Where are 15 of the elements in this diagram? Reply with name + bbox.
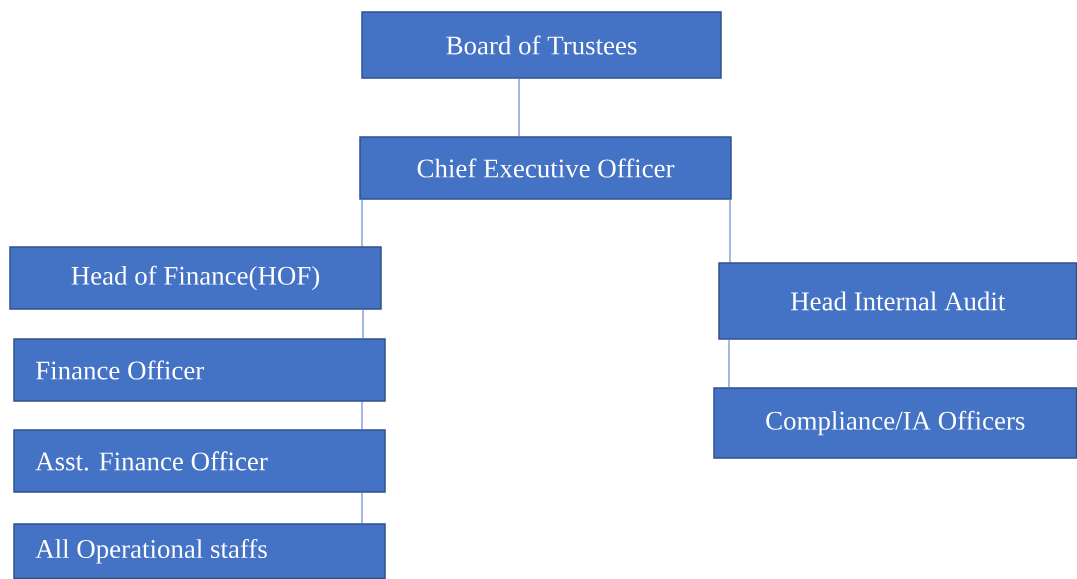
- connector-line: [729, 199, 731, 263]
- org-box: Asst. Finance Officer: [13, 429, 386, 493]
- org-box: Finance Officer: [13, 338, 386, 402]
- connector-line: [361, 400, 363, 431]
- connector-line: [361, 199, 363, 247]
- connector-line: [518, 78, 520, 137]
- org-box: Board of Trustees: [361, 11, 722, 79]
- org-box: All Operational staffs: [13, 523, 386, 579]
- connector-line: [361, 491, 363, 525]
- connector-line: [362, 309, 364, 340]
- connector-line: [728, 339, 730, 388]
- org-box: Head Internal Audit: [718, 262, 1077, 340]
- org-box: Chief Executive Officer: [359, 136, 732, 200]
- org-box: Head of Finance(HOF): [9, 246, 382, 310]
- org-box: Compliance/IA Officers: [713, 387, 1077, 459]
